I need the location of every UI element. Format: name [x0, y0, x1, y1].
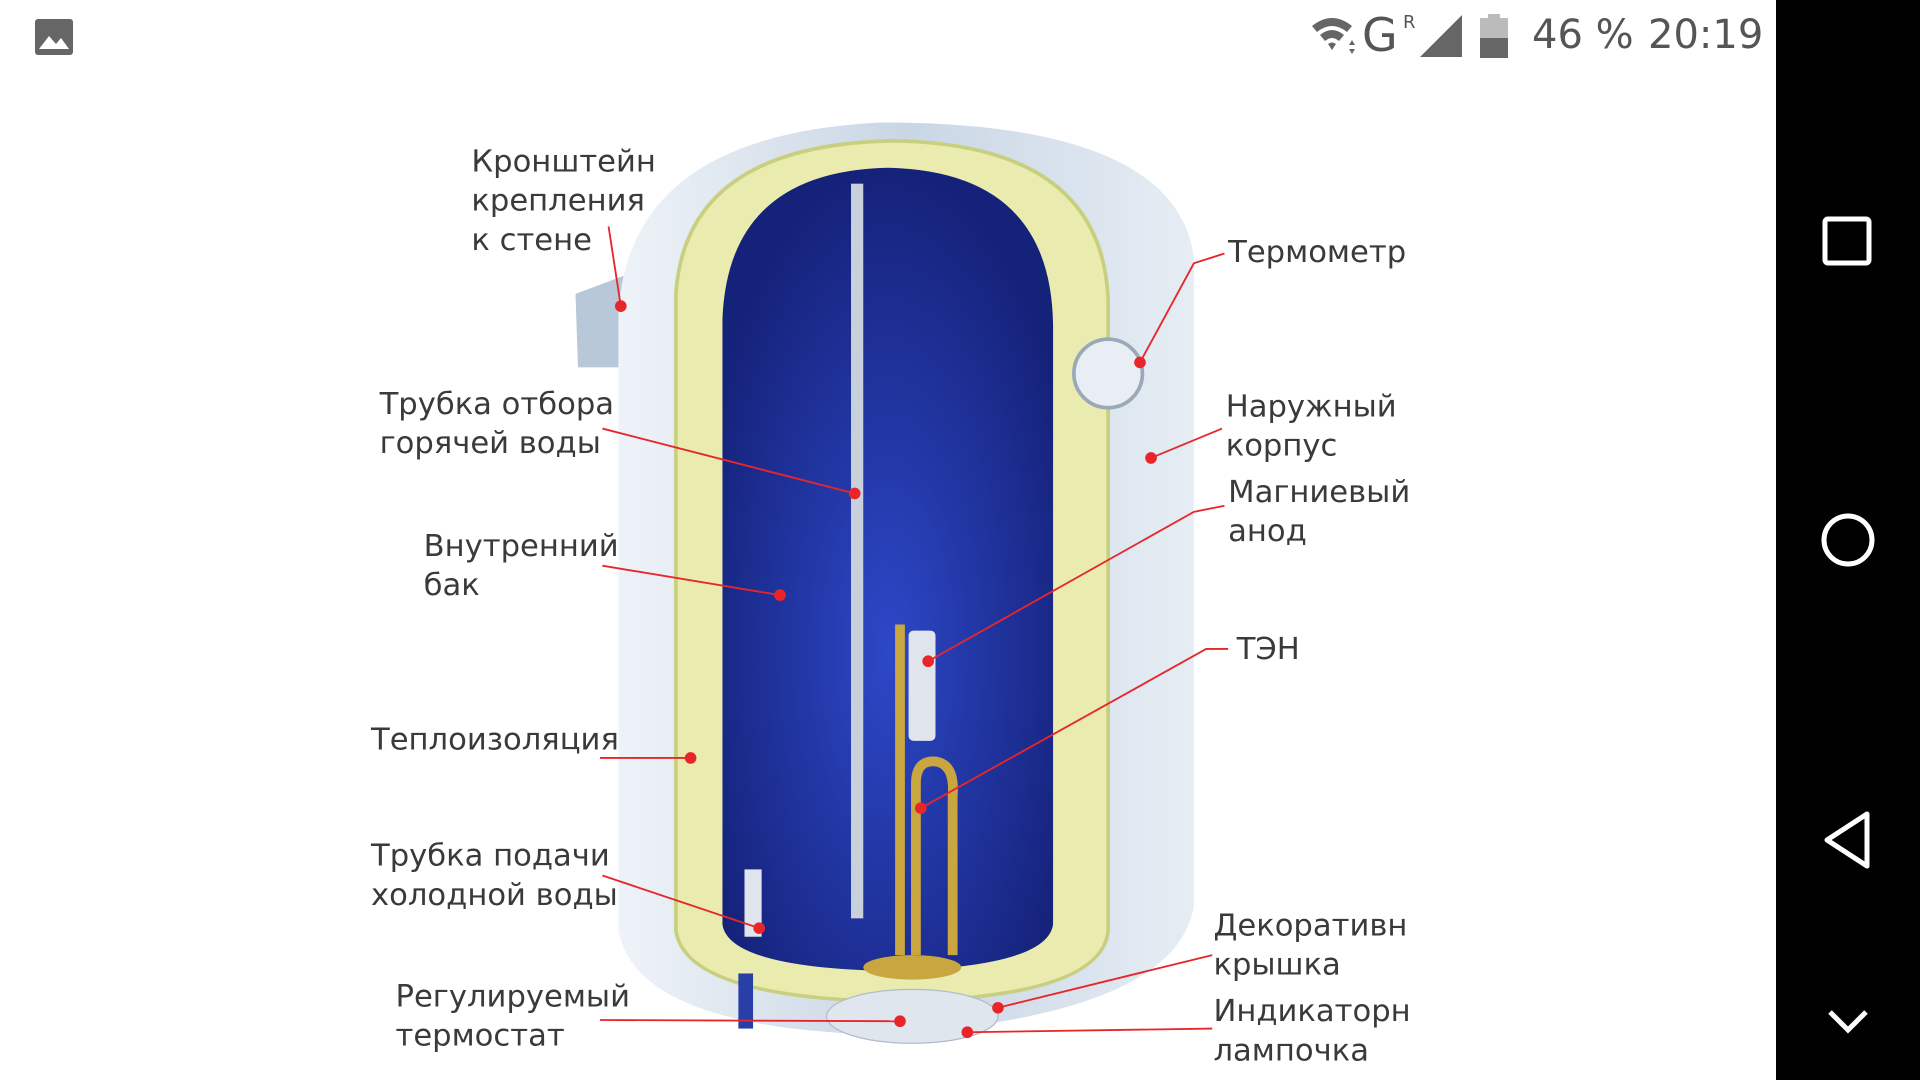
label-insulation: Теплоизоляция [370, 722, 619, 757]
home-circle-icon[interactable] [1820, 512, 1876, 568]
battery-percent: 46 % [1532, 12, 1634, 58]
decorative-cover [825, 988, 999, 1044]
status-bar: G R 46 % 20:19 [0, 0, 1776, 75]
magnesium-anode [908, 630, 936, 741]
roaming-indicator: R [1403, 12, 1416, 33]
navigation-bar [1776, 0, 1920, 1080]
gallery-icon [35, 19, 73, 55]
clock: 20:19 [1648, 12, 1764, 58]
recents-square-icon[interactable] [1822, 216, 1872, 266]
pointer-lines [599, 226, 1229, 1039]
label-heater: ТЭН [1236, 632, 1300, 667]
cold-water-inlet [738, 973, 754, 1029]
label-thermometer: Термометр [1227, 235, 1406, 270]
heater-flange [863, 955, 962, 980]
back-triangle-icon[interactable] [1822, 810, 1872, 870]
heating-element [895, 624, 958, 956]
cold-water-pipe [744, 869, 762, 937]
wifi-icon [1312, 18, 1355, 54]
thermometer-dial [1072, 337, 1145, 410]
chevron-down-icon[interactable] [1826, 1008, 1870, 1036]
network-type: G [1362, 8, 1398, 62]
inner-tank [722, 167, 1054, 972]
hot-water-pipe [851, 183, 864, 919]
wall-bracket [575, 275, 627, 368]
battery-icon [1480, 14, 1508, 58]
signal-icon [1420, 15, 1462, 57]
